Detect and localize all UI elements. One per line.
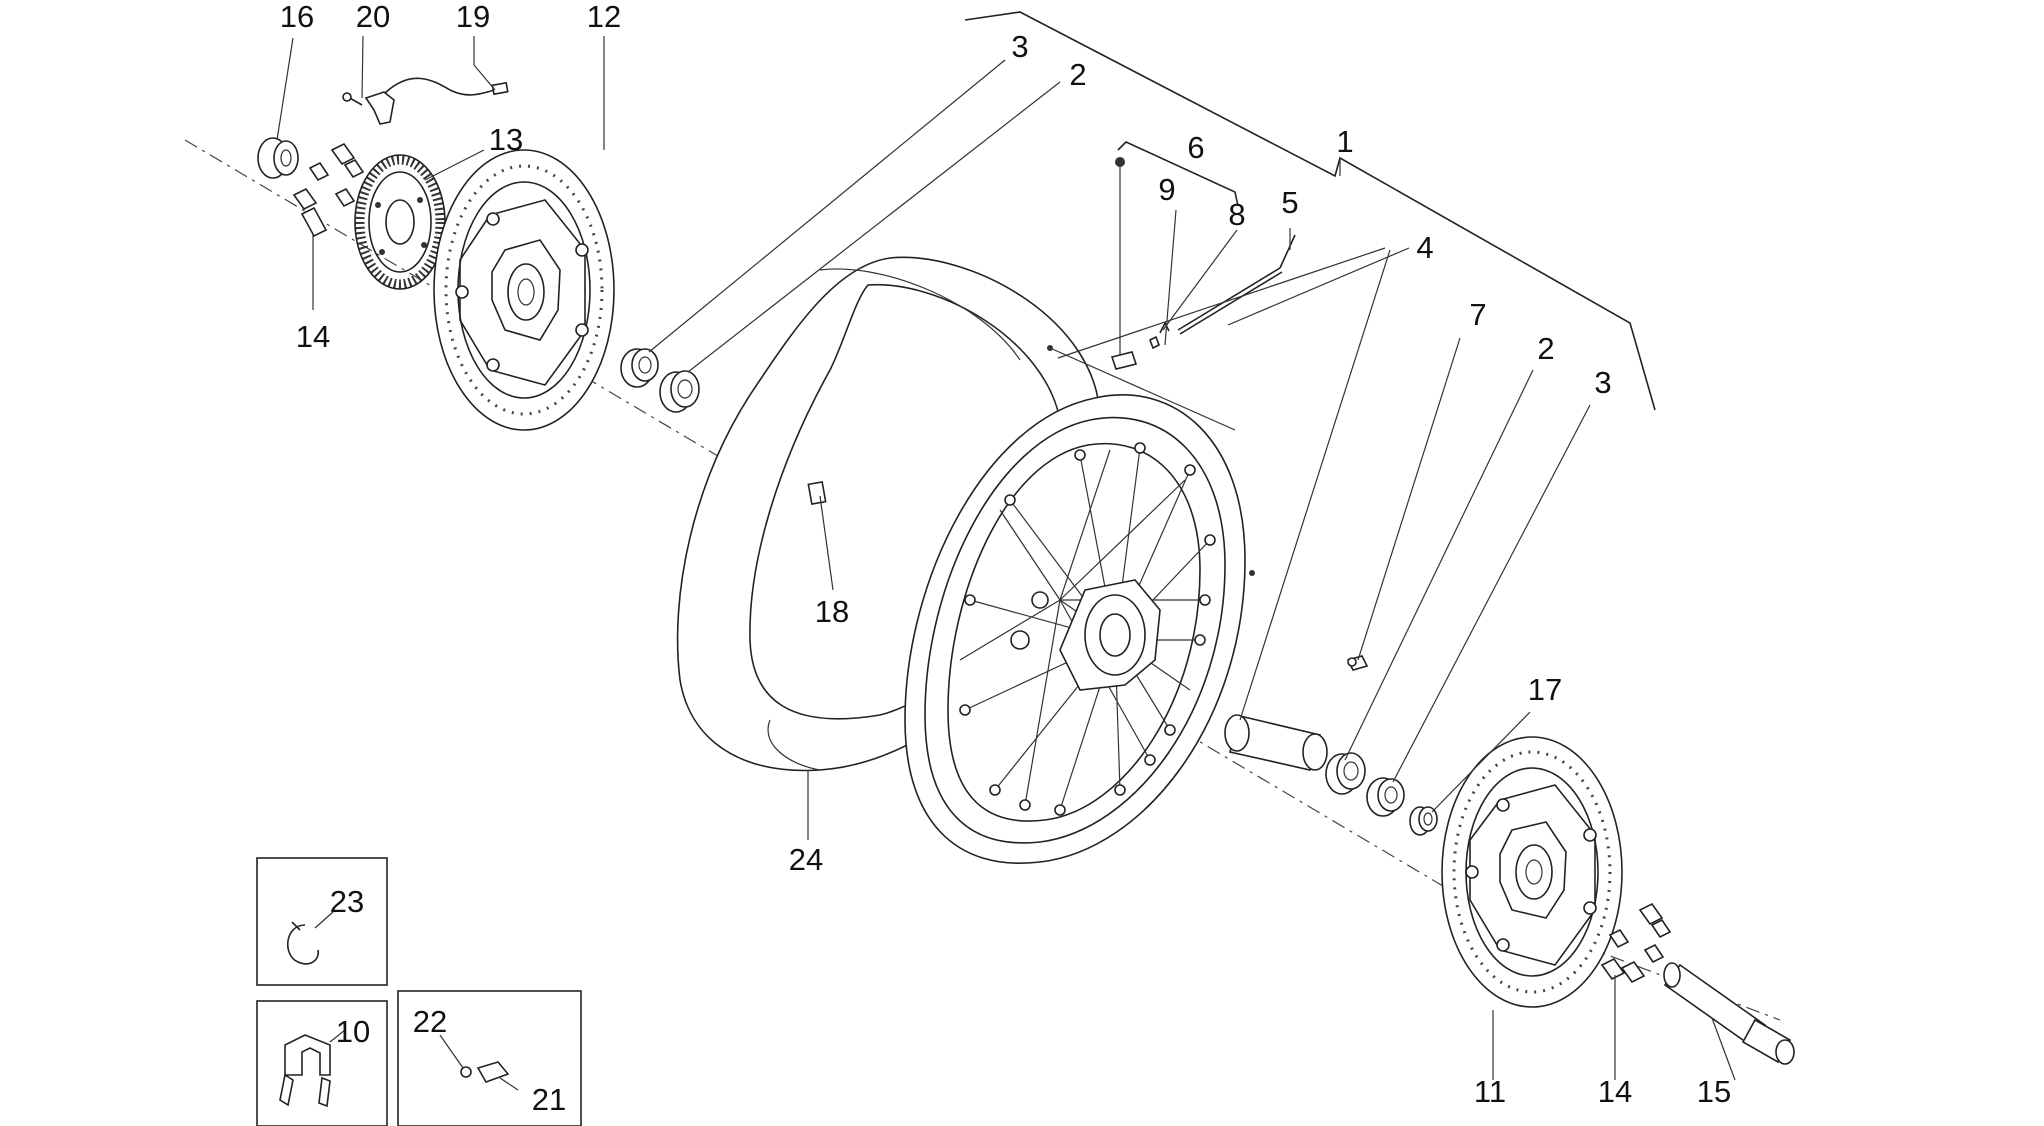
callout-22: 22	[413, 1004, 447, 1039]
callout-11: 11	[1474, 1074, 1506, 1109]
part-14-bolts-right	[1600, 902, 1672, 984]
part-11-brake-disc-right	[1441, 736, 1623, 1008]
part-12-brake-disc-left	[433, 149, 615, 431]
callout-24: 24	[789, 842, 823, 877]
part-7-valve-screw	[1346, 655, 1369, 671]
callout-3-right: 3	[1594, 365, 1611, 400]
part-20-sensor-screw	[342, 92, 363, 106]
callout-17: 17	[1528, 672, 1562, 707]
part-13-abs-tone-ring	[354, 154, 446, 290]
callout-4: 4	[1416, 230, 1433, 265]
callout-8: 8	[1228, 197, 1245, 232]
part-5-valve-extension	[1177, 234, 1296, 335]
callout-2-left: 2	[1069, 57, 1086, 92]
callout-14-right: 14	[1598, 1074, 1632, 1109]
callout-1: 1	[1336, 124, 1353, 159]
part-4-spacer-tube	[1224, 714, 1328, 771]
group-bracket-1	[964, 11, 1656, 411]
callout-23: 23	[330, 884, 364, 919]
callout-16: 16	[280, 0, 314, 34]
wheel-hub	[1010, 579, 1161, 691]
callout-7: 7	[1469, 297, 1486, 332]
callout-13: 13	[489, 122, 523, 157]
part-17-spacer-right	[1409, 806, 1438, 836]
callout-labels: 16 20 19 12 13 14 3 2 1 6 9 8 5 4 7 2 3 …	[280, 0, 1731, 1117]
callout-5: 5	[1281, 185, 1298, 220]
leader-lines	[276, 35, 1736, 1081]
part-19-abs-sensor	[364, 77, 509, 125]
part-2-bearing-right	[1325, 752, 1366, 795]
callout-10: 10	[336, 1014, 370, 1049]
part-6-valve-stem	[1110, 157, 1138, 370]
part-9-valve-cap	[1148, 335, 1161, 350]
part-8-valve-core	[1159, 321, 1170, 334]
callout-21: 21	[532, 1082, 566, 1117]
callout-12: 12	[587, 0, 621, 34]
part-3-seal-right	[1366, 777, 1405, 817]
callout-9: 9	[1158, 172, 1175, 207]
part-14-bolts-left	[292, 142, 365, 238]
callout-6: 6	[1187, 130, 1204, 165]
callout-20: 20	[356, 0, 390, 34]
callout-15: 15	[1697, 1074, 1731, 1109]
inset-box-10	[256, 1000, 388, 1126]
part-1-spoked-wheel	[904, 345, 1255, 864]
callout-2-right: 2	[1537, 331, 1554, 366]
inset-box-23	[256, 857, 388, 986]
part-15-wheel-axle	[1663, 962, 1795, 1065]
group-bracket-6	[1117, 141, 1239, 207]
callout-19: 19	[456, 0, 490, 34]
callout-3-left: 3	[1011, 29, 1028, 64]
part-3-seal-left	[620, 348, 659, 388]
inset-box-22-21	[397, 990, 582, 1126]
part-16-spacer	[257, 137, 299, 179]
callout-18: 18	[815, 594, 849, 629]
callout-14-left: 14	[296, 319, 330, 354]
spoke-nipples	[959, 442, 1216, 816]
part-2-bearing-left	[659, 370, 700, 413]
